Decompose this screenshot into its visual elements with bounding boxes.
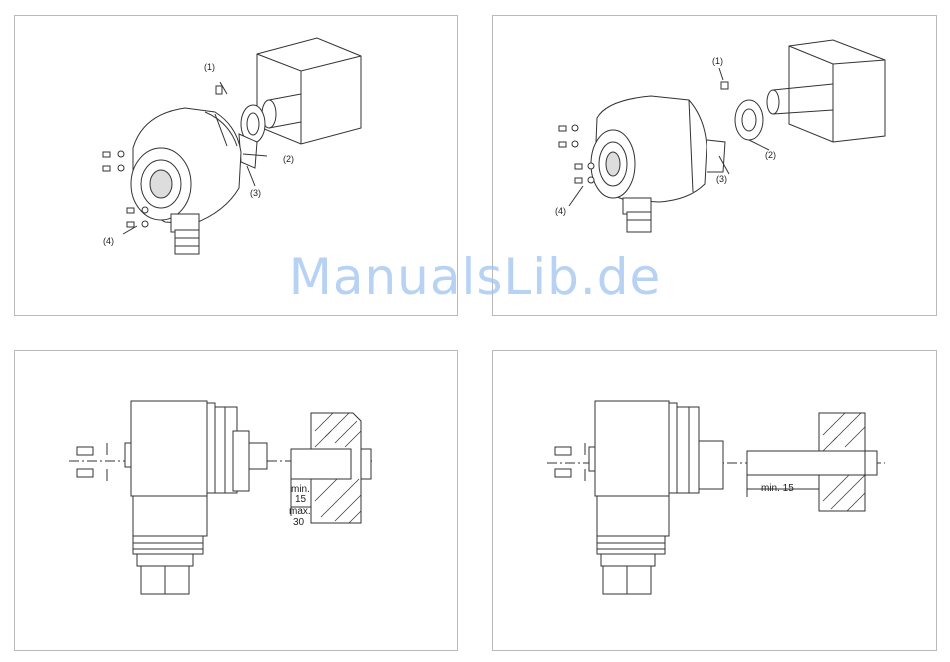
figure-panel-bottom-left: min. 15 max. 30	[14, 350, 458, 651]
callout-1: (1)	[204, 62, 215, 72]
figure-panel-top-right: (1) (2) (3) (4)	[492, 15, 937, 316]
callout-4: (4)	[555, 206, 566, 216]
callout-3: (3)	[250, 188, 261, 198]
dim-min-value: 15	[295, 494, 306, 505]
callout-4: (4)	[103, 236, 114, 246]
encoder-side-view-drawing	[15, 351, 459, 652]
dim-min-label: min. 15	[761, 483, 794, 494]
dim-max-label: max.	[289, 506, 311, 517]
callout-3: (3)	[716, 174, 727, 184]
callout-1: (1)	[712, 56, 723, 66]
figure-panel-bottom-right: min. 15	[492, 350, 937, 651]
encoder-hollow-shaft-exploded-drawing	[15, 16, 459, 317]
callout-2: (2)	[283, 154, 294, 164]
dim-max-value: 30	[293, 517, 304, 528]
figure-panel-top-left: (1) (2) (3) (4)	[14, 15, 458, 316]
encoder-side-view-long-shaft-drawing	[493, 351, 938, 652]
callout-2: (2)	[765, 150, 776, 160]
